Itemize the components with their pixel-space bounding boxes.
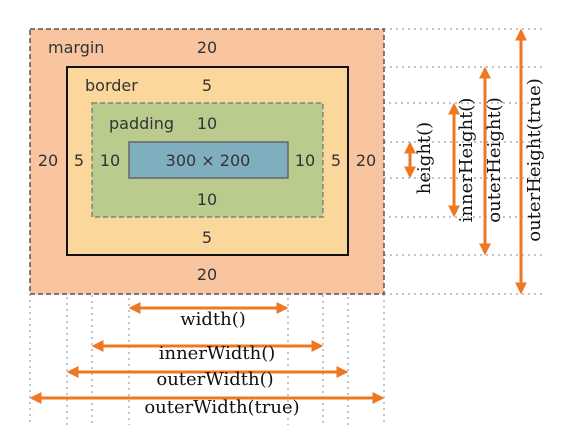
content-box: [128, 141, 289, 179]
margin-bottom-value: 20: [197, 265, 217, 284]
padding-label: padding: [109, 114, 174, 133]
margin-label: margin: [48, 38, 104, 57]
padding-bottom-value: 10: [197, 190, 217, 209]
border-bottom-value: 5: [202, 228, 212, 247]
outer-width-label: outerWidth(): [156, 369, 273, 390]
outer-width-true-label: outerWidth(true): [144, 397, 299, 418]
margin-top-value: 20: [197, 38, 217, 57]
border-left-value: 5: [74, 151, 84, 170]
width-label: width(): [180, 309, 246, 330]
outer-height-label: outerHeight(): [484, 97, 505, 222]
margin-right-value: 20: [356, 151, 376, 170]
inner-width-label: innerWidth(): [159, 343, 276, 364]
padding-left-value: 10: [100, 151, 120, 170]
border-top-value: 5: [202, 76, 212, 95]
margin-left-value: 20: [38, 151, 58, 170]
padding-top-value: 10: [197, 114, 217, 133]
height-label: height(): [414, 122, 435, 194]
outer-height-true-label: outerHeight(true): [524, 78, 545, 242]
padding-right-value: 10: [295, 151, 315, 170]
border-right-value: 5: [331, 151, 341, 170]
border-label: border: [85, 76, 138, 95]
content-size-label: 300 × 200: [166, 151, 251, 170]
inner-height-label: innerHeight(): [456, 98, 477, 223]
